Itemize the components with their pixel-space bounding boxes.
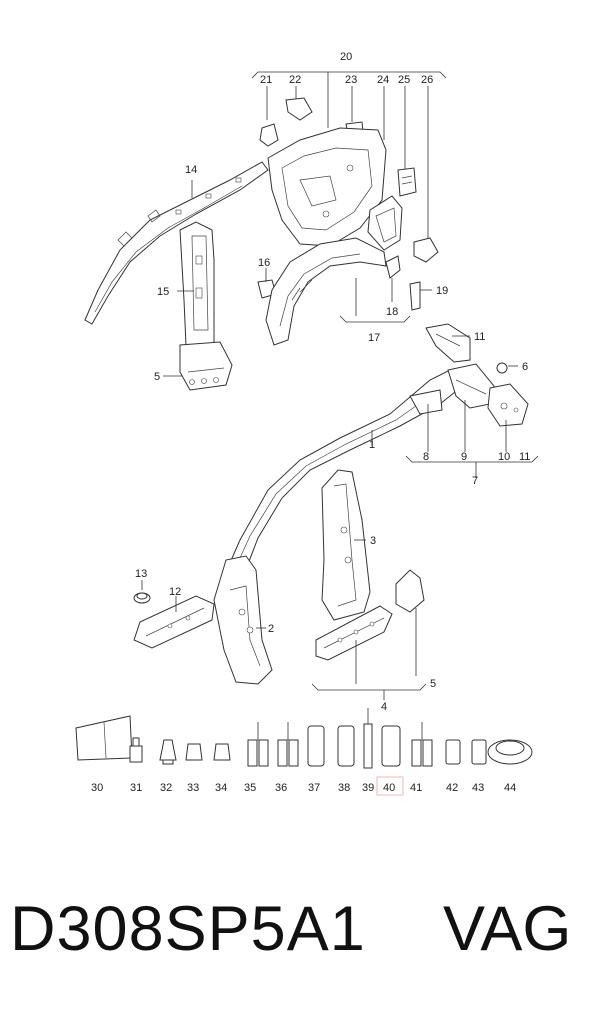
part-38-cartridge — [337, 725, 355, 767]
part-35-cartridge-pair — [247, 722, 269, 767]
part-code: D308SP5A1 — [10, 894, 366, 964]
callout-11-lower: 11 — [519, 451, 530, 463]
callout-30: 30 — [91, 782, 103, 794]
part-21-bracket — [259, 123, 279, 147]
callout-31: 31 — [130, 782, 142, 794]
part-44-tape-roll — [487, 739, 533, 765]
part-40-cartridge — [381, 725, 401, 767]
part-34-cap — [213, 743, 231, 761]
callout-10: 10 — [498, 451, 510, 463]
part-5-lower-bracket — [395, 569, 425, 613]
callout-33: 33 — [187, 782, 199, 794]
callout-2: 2 — [268, 623, 274, 635]
callout-19: 19 — [436, 285, 448, 297]
callout-21: 21 — [260, 74, 272, 86]
part-43-plug — [471, 739, 487, 765]
callout-5-lower: 5 — [430, 678, 436, 690]
part-9-rail-extension — [447, 363, 495, 409]
part-15-pillar-inner — [179, 221, 215, 346]
callout-4: 4 — [381, 701, 387, 713]
part-31-clip — [129, 737, 143, 763]
callout-1: 1 — [369, 439, 375, 451]
callout-35: 35 — [244, 782, 256, 794]
part-33-cap — [185, 743, 203, 761]
part-25-plate — [397, 167, 417, 197]
part-14-roof-rail — [84, 161, 269, 325]
part-24-panel — [367, 195, 403, 251]
callout-12: 12 — [169, 586, 181, 598]
part-6-clip — [496, 362, 508, 374]
callout-39: 39 — [362, 782, 374, 794]
part-12-sill-front — [133, 595, 215, 649]
callout-9: 9 — [461, 451, 467, 463]
part-26-bracket — [413, 237, 439, 263]
part-8-rail-bracket — [409, 389, 443, 415]
callout-41: 41 — [410, 782, 422, 794]
callout-23: 23 — [345, 74, 357, 86]
part-22-bracket — [285, 97, 313, 121]
group-bracket-20 — [251, 71, 447, 240]
callout-14: 14 — [185, 164, 197, 176]
part-4-sill — [315, 605, 393, 661]
callout-15: 15 — [157, 286, 169, 298]
part-13-plug — [133, 592, 151, 604]
callout-22: 22 — [289, 74, 301, 86]
part-19-bracket — [409, 281, 421, 311]
callout-18: 18 — [386, 306, 398, 318]
part-37-cartridge — [307, 725, 325, 767]
highlight-box-40 — [376, 776, 404, 796]
callout-8: 8 — [423, 451, 429, 463]
part-11-upper-bracket — [425, 323, 471, 363]
callout-43: 43 — [472, 782, 484, 794]
callout-37: 37 — [308, 782, 320, 794]
callout-24: 24 — [377, 74, 389, 86]
callout-17: 17 — [368, 332, 380, 344]
part-30-pad — [75, 715, 133, 761]
callout-20: 20 — [340, 51, 352, 63]
callout-6: 6 — [522, 361, 528, 373]
brand-label: VAG — [443, 894, 572, 964]
part-2-pillar-lower — [213, 555, 273, 685]
callout-40: 40 — [383, 782, 395, 794]
callout-36: 36 — [275, 782, 287, 794]
part-42-plug — [445, 739, 461, 765]
part-18-strip — [385, 255, 401, 279]
part-3-pillar-outer — [321, 469, 371, 621]
part-10-end-bracket — [487, 383, 529, 427]
callout-13: 13 — [135, 568, 147, 580]
callout-34: 34 — [215, 782, 227, 794]
part-36-cartridge-pair — [277, 722, 299, 767]
callout-7: 7 — [472, 475, 478, 487]
callout-3: 3 — [370, 535, 376, 547]
part-39-tube — [363, 708, 373, 769]
callout-11-upper: 11 — [474, 331, 485, 343]
callout-16: 16 — [258, 257, 270, 269]
callout-5-upper: 5 — [154, 371, 160, 383]
part-17-wheelhouse — [265, 237, 387, 346]
callout-44: 44 — [504, 782, 516, 794]
callout-32: 32 — [160, 782, 172, 794]
part-5-upper-foot — [179, 341, 233, 391]
part-32-rivet — [159, 739, 177, 765]
callout-38: 38 — [338, 782, 350, 794]
part-41-cartridge-pair — [411, 722, 433, 767]
callout-26: 26 — [421, 74, 433, 86]
callout-42: 42 — [446, 782, 458, 794]
callout-25: 25 — [398, 74, 410, 86]
